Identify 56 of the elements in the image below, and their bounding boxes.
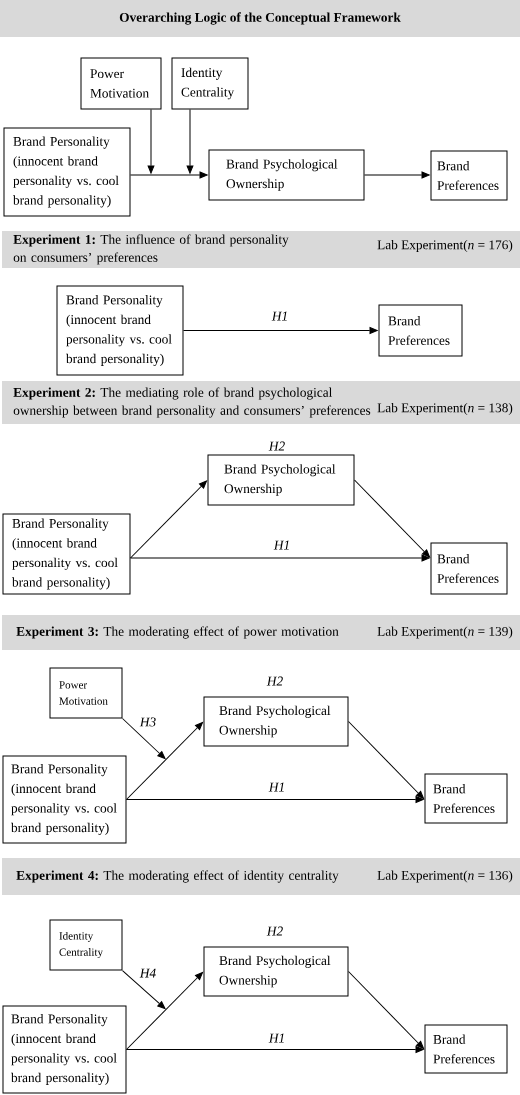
sample-size-label: Lab Experiment(n = 138) <box>377 403 513 416</box>
concept-box: Brand Personality (innocent brand personality vs. cool brand personality) <box>3 127 131 217</box>
moderator-box: Power Motivation <box>49 667 123 719</box>
hypothesis-label: H4 <box>138 967 158 979</box>
hypothesis-label: H3 <box>138 716 158 728</box>
hypothesis-label: H1 <box>267 781 287 793</box>
moderator-box: Power Motivation <box>80 57 162 110</box>
arrow <box>126 972 204 1050</box>
concept-box: Brand Personality (innocent brand personality vs. cool brand personality) <box>2 755 127 844</box>
hypothesis-label: H1 <box>267 1032 287 1044</box>
title-band: Overarching Logic of the Conceptual Framework <box>0 0 520 37</box>
experiment-band <box>2 858 520 895</box>
arrow <box>122 718 166 760</box>
arrow <box>147 109 155 174</box>
experiment-band <box>2 615 520 650</box>
concept-box: Brand Preferences <box>424 773 508 824</box>
hypothesis-label: H2 <box>268 441 285 451</box>
concept-box: Brand Personality (innocent brand personality vs. cool brand personality) <box>2 513 131 595</box>
experiment-band <box>2 231 520 268</box>
arrow <box>364 171 430 179</box>
experiment-heading: Experiment 1: The influence of brand personality on consumers’ preferences <box>13 234 289 265</box>
arrow <box>122 970 166 1010</box>
sample-size-label: Lab Experiment(n = 136) <box>377 870 513 883</box>
arrow <box>186 109 194 174</box>
arrow <box>126 796 424 803</box>
concept-box: Brand Psychological Ownership <box>203 946 349 997</box>
hypothesis-label: H1 <box>272 539 292 551</box>
moderator-box: Identity Centrality <box>171 57 249 110</box>
concept-box: Brand Preferences <box>430 150 508 201</box>
sample-size-label: Lab Experiment(n = 139) <box>377 626 513 639</box>
concept-box: Brand Psychological Ownership <box>208 149 365 201</box>
concept-box: Brand Preferences <box>424 1024 508 1074</box>
concept-box: Brand Psychological Ownership <box>203 696 349 747</box>
arrow <box>183 327 378 334</box>
concept-box: Brand Personality (innocent brand personality vs. cool brand personality) <box>2 1005 127 1094</box>
arrow <box>130 554 430 562</box>
experiment-heading: Experiment 3: The moderating effect of power motivation <box>16 626 339 639</box>
concept-box: Brand Preferences <box>430 542 508 595</box>
concept-box: Brand Preferences <box>378 304 463 357</box>
concept-box: Brand Personality (innocent brand personality vs. cool brand personality) <box>56 285 184 376</box>
hypothesis-label: H2 <box>266 926 283 936</box>
experiment-band <box>2 381 520 424</box>
arrow <box>348 721 425 799</box>
arrow <box>130 171 208 179</box>
arrow <box>126 722 204 800</box>
sample-size-label: Lab Experiment(n = 176) <box>377 240 513 253</box>
experiment-heading: Experiment 2: The mediating role of brand psychological ownership between brand personality and consumers’ preferences <box>13 387 371 418</box>
hypothesis-label: H1 <box>270 310 290 322</box>
concept-box: Brand Psychological Ownership <box>207 454 355 506</box>
arrow <box>348 971 425 1049</box>
experiment-heading: Experiment 4: The moderating effect of identity centrality <box>16 870 339 883</box>
moderator-box: Identity Centrality <box>49 919 123 971</box>
arrow <box>354 479 431 558</box>
arrow <box>126 1046 424 1053</box>
arrow <box>130 480 208 559</box>
hypothesis-label: H2 <box>266 676 283 686</box>
